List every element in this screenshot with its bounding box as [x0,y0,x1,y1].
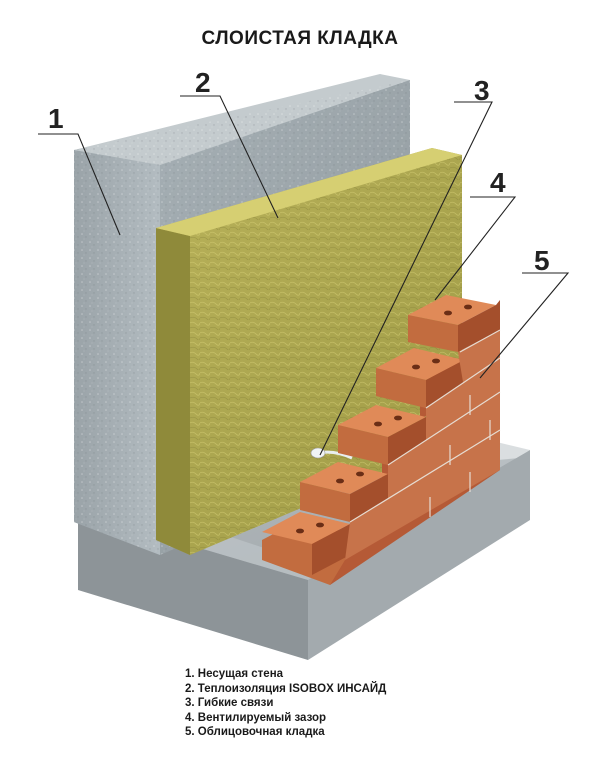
legend: 1. Несущая стена 2. Теплоизоляция ISOBOX… [185,667,386,740]
leader-line-3 [319,101,493,456]
leader-line-5 [479,272,570,379]
leader-line-1 [38,133,121,236]
legend-item-ventilated-gap: 4. Вентилируемый зазор [185,711,327,724]
callout-number-4: 4 [490,167,506,198]
callout-number-5: 5 [534,245,550,276]
legend-item-facing-masonry: 5. Облицовочная кладка [185,726,325,738]
callout-number-3: 3 [474,75,490,106]
leader-line-2 [180,95,279,219]
flexible-tie [310,447,353,460]
leader-line-4 [434,196,517,301]
callout-number-2: 2 [195,67,211,98]
callout-leaders [38,95,570,456]
facing-brick-masonry [262,295,501,585]
legend-item-load-bearing-wall: 1. Несущая стена [185,668,284,680]
legend-item-thermal-insulation: 2. Теплоизоляция ISOBOX ИНСАЙД [185,682,387,695]
callout-number-1: 1 [48,103,64,134]
diagram-title: СЛОИСТАЯ КЛАДКА [201,28,399,49]
legend-item-flexible-ties: 3. Гибкие связи [185,697,274,709]
